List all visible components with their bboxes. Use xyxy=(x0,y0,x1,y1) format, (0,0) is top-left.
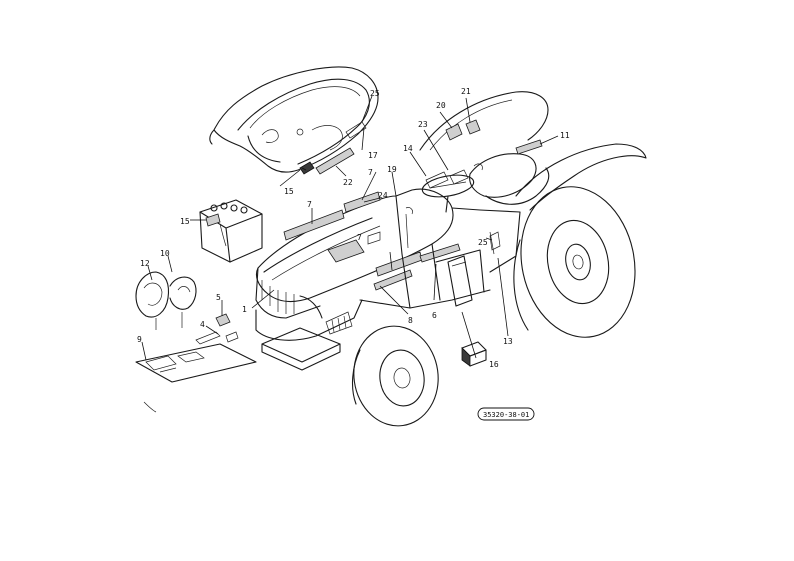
headlight-parts xyxy=(135,271,239,345)
tractor-body xyxy=(255,91,647,427)
leader-lines xyxy=(141,95,559,361)
canopy-drawing xyxy=(209,66,379,175)
callout-7a: 7 xyxy=(307,200,312,209)
callout-24: 24 xyxy=(378,191,388,200)
callout-25b: 25 xyxy=(478,238,488,247)
callout-8: 8 xyxy=(408,316,413,325)
callout-17: 17 xyxy=(368,151,378,160)
callout-21: 21 xyxy=(461,87,471,96)
callout-13: 13 xyxy=(503,337,513,346)
callout-10: 10 xyxy=(160,249,170,258)
callout-labels: 25 20 21 23 11 14 17 19 15 22 7 24 7 15 … xyxy=(137,87,570,369)
callout-6: 6 xyxy=(432,311,437,320)
callout-5: 7 xyxy=(368,168,373,177)
reference-code: 35320-38-01 xyxy=(483,411,529,419)
callout-7b: 7 xyxy=(357,233,362,242)
bottom-plate xyxy=(135,343,257,413)
callout-11: 11 xyxy=(560,131,570,140)
callout-23: 23 xyxy=(418,120,428,129)
battery-drawing xyxy=(199,199,263,263)
reference-code-box: 35320-38-01 xyxy=(477,407,535,421)
callout-4: 5 xyxy=(216,293,221,302)
callout-15b: 15 xyxy=(180,217,190,226)
callout-12: 12 xyxy=(140,259,150,268)
callout-20: 20 xyxy=(436,101,446,110)
callout-25a: 25 xyxy=(370,89,380,98)
part-18-drawing xyxy=(461,341,487,367)
callout-22: 22 xyxy=(343,178,353,187)
callout-16: 16 xyxy=(489,360,499,369)
callout-19: 19 xyxy=(387,165,397,174)
callout-3: 4 xyxy=(200,320,205,329)
callout-9: 9 xyxy=(137,335,142,344)
callout-15a: 15 xyxy=(284,187,294,196)
callout-1: 1 xyxy=(242,305,247,314)
callout-14: 14 xyxy=(403,144,413,153)
